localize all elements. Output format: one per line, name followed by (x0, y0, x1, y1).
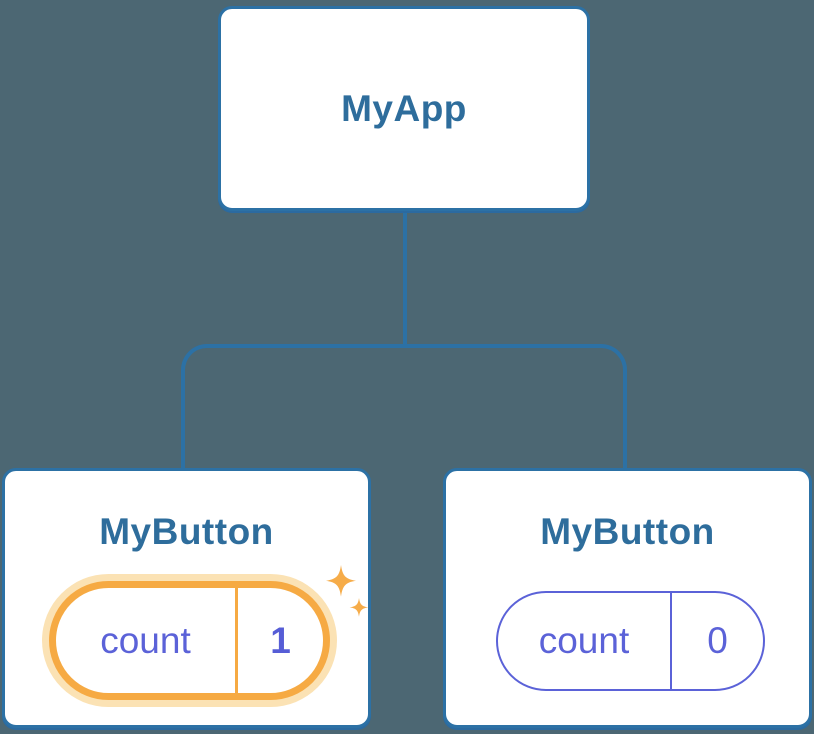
pill-divider (235, 588, 238, 693)
state-name-label: count (538, 620, 630, 661)
state-pill-highlighted: count 1 (49, 581, 330, 700)
connector-root-stem (403, 210, 407, 346)
node-title-mybutton-right: MyButton (540, 511, 715, 552)
tree-node-mybutton-right: MyButton count 0 (443, 468, 812, 728)
connector-branch (181, 344, 627, 470)
state-value: 1 (270, 619, 291, 661)
state-value: 0 (707, 620, 728, 661)
tree-node-myapp: MyApp (218, 6, 590, 211)
tree-node-mybutton-left: MyButton count 1 (2, 468, 371, 728)
pill-divider (670, 593, 672, 689)
state-pill-normal: count 0 (496, 591, 765, 691)
state-name-label: count (100, 619, 191, 661)
node-title-myapp: MyApp (341, 87, 467, 129)
sparkle-icon (326, 565, 369, 617)
node-title-mybutton-left: MyButton (99, 511, 274, 552)
